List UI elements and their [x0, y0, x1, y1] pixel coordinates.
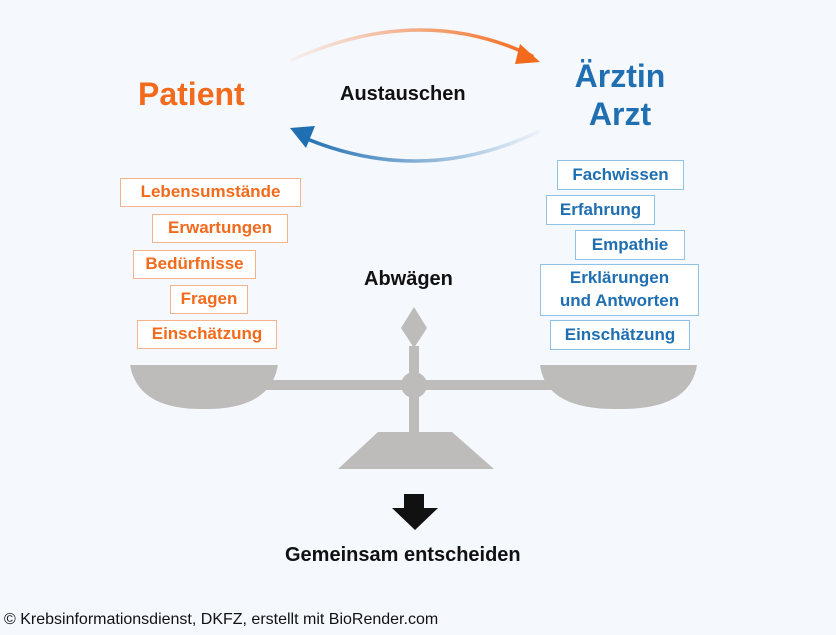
patient-factor-expectations: Erwartungen	[152, 214, 288, 243]
right-scale-pan	[540, 365, 697, 410]
down-arrow-icon	[392, 494, 438, 530]
balance-scale	[130, 307, 697, 469]
weigh-label: Abwägen	[364, 268, 453, 290]
scale-pointer	[401, 307, 427, 348]
patient-factor-questions: Fragen	[170, 285, 248, 314]
doctor-factor-explanations: Erklärungen und Antworten	[540, 264, 699, 316]
doctor-title-line-male: Arzt	[588, 96, 652, 132]
exchange-arrow-to-doctor	[290, 28, 540, 64]
doctor-title-line-female: Ärztin	[574, 58, 666, 94]
decide-label: Gemeinsam entscheiden	[285, 544, 521, 566]
doctor-factor-explanations-line-2: und Antworten	[559, 291, 680, 310]
exchange-arrow-to-patient	[290, 126, 540, 163]
doctor-factor-assessment: Einschätzung	[550, 320, 690, 350]
patient-title: Patient	[138, 76, 245, 112]
exchange-label: Austauschen	[340, 83, 466, 105]
copyright-notice: © Krebsinformationsdienst, DKFZ, erstell…	[4, 611, 439, 628]
scale-base	[338, 432, 494, 469]
left-scale-pan	[130, 365, 278, 410]
patient-factor-assessment: Einschätzung	[137, 320, 277, 349]
patient-factor-circumstances: Lebensumstände	[120, 178, 301, 207]
doctor-factor-expertise: Fachwissen	[557, 160, 684, 190]
doctor-factor-experience: Erfahrung	[546, 195, 655, 225]
doctor-title: Ärztin Arzt	[560, 57, 680, 133]
patient-factor-needs: Bedürfnisse	[133, 250, 256, 279]
doctor-factor-empathy: Empathie	[575, 230, 685, 260]
scale-pivot	[401, 372, 427, 398]
doctor-factor-explanations-line-1: Erklärungen	[569, 268, 670, 287]
